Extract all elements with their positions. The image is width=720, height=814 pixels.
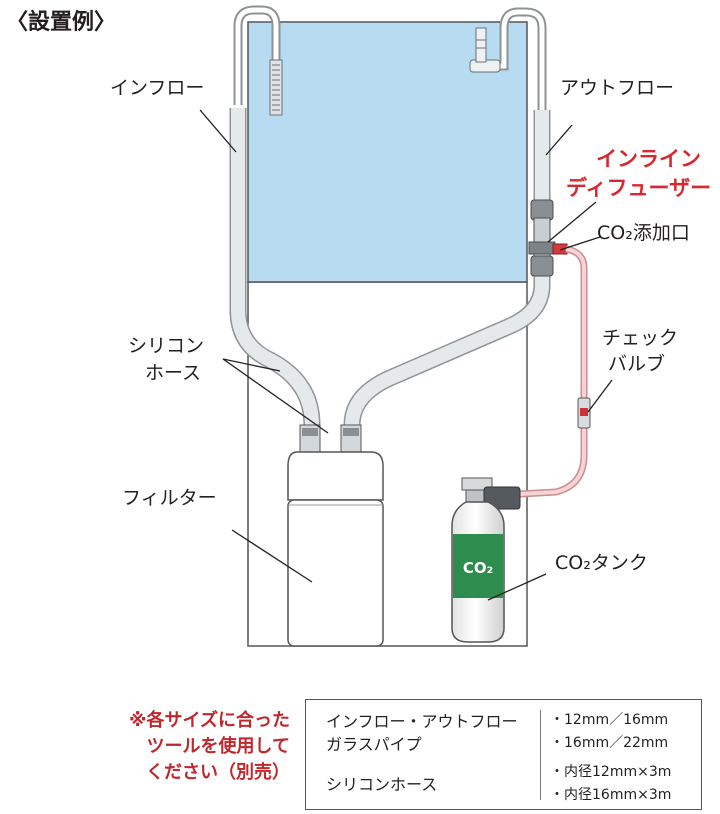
label-silicone-2: ホース bbox=[145, 362, 202, 384]
spec-divider bbox=[540, 710, 541, 800]
label-diffuser-2: ディフューザー bbox=[566, 176, 712, 200]
spec-row2-value-2: ・内径16mm×3m bbox=[550, 787, 672, 803]
spec-table: インフロー・アウトフロー ガラスパイプ シリコンホース ・12mm／16mm ・… bbox=[305, 699, 702, 810]
tool-note: ※各サイズに合った ツールを使用して ください（別売） bbox=[70, 708, 290, 786]
label-silicone-1: シリコン bbox=[128, 335, 205, 357]
page-title: 〈設置例〉 bbox=[6, 10, 117, 35]
note-line-2: ツールを使用して bbox=[146, 736, 290, 758]
silicone-hose-out bbox=[343, 110, 551, 426]
label-co2-tank: CO₂タンク bbox=[555, 552, 648, 574]
label-check-valve-2: バルブ bbox=[608, 353, 666, 375]
spec-row1-value-2: ・16mm／22mm bbox=[550, 735, 669, 751]
outflow-glass-pipe bbox=[469, 7, 547, 110]
filter-canister bbox=[287, 424, 384, 647]
co2-cylinder: CO₂ bbox=[451, 477, 521, 643]
tank-text: CO₂ bbox=[463, 559, 493, 577]
note-line-1: ※各サイズに合った bbox=[129, 710, 290, 731]
label-filter: フィルター bbox=[122, 487, 217, 509]
inline-diffuser bbox=[528, 199, 568, 277]
spec-row2-name: シリコンホース bbox=[326, 775, 438, 794]
leader-lines bbox=[199, 109, 613, 601]
label-check-valve-1: チェック bbox=[602, 327, 679, 349]
note-line-3: ください（別売） bbox=[146, 762, 290, 784]
co2-tube bbox=[519, 245, 588, 498]
spec-row1-name-1: インフロー・アウトフロー bbox=[326, 712, 518, 731]
label-diffuser-1: インライン bbox=[596, 147, 701, 171]
spec-row2-value-1: ・内径12mm×3m bbox=[550, 764, 672, 780]
inflow-glass-pipe bbox=[233, 5, 283, 116]
label-inflow: インフロー bbox=[110, 77, 205, 99]
spec-row1-name-2: ガラスパイプ bbox=[326, 735, 422, 754]
label-co2-inlet: CO₂添加口 bbox=[597, 222, 690, 244]
spec-row1-value-1: ・12mm／16mm bbox=[550, 712, 669, 728]
label-outflow: アウトフロー bbox=[560, 77, 675, 99]
silicone-hose-in bbox=[229, 108, 321, 426]
check-valve bbox=[577, 397, 591, 429]
